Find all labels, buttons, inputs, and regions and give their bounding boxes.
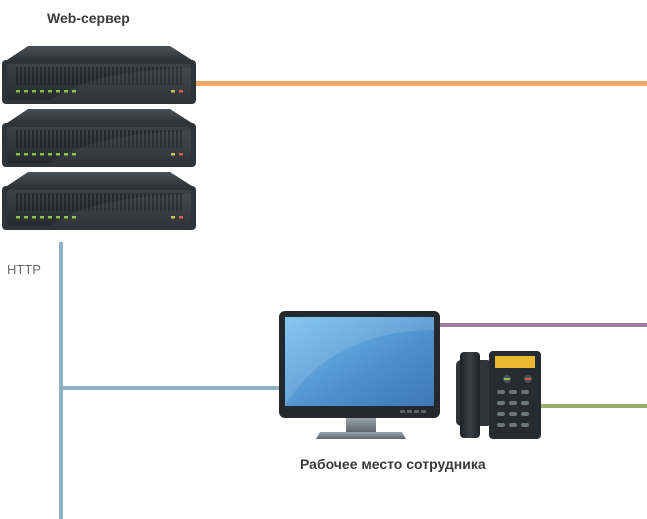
phone-key bbox=[521, 401, 529, 405]
phone-key bbox=[509, 412, 517, 416]
server-unit bbox=[2, 109, 196, 167]
phone-key bbox=[497, 390, 505, 394]
status-led bbox=[32, 90, 36, 93]
status-led bbox=[56, 216, 60, 219]
status-led bbox=[48, 216, 52, 219]
server-unit bbox=[2, 46, 196, 104]
http-branch-workstation bbox=[59, 386, 283, 390]
status-led bbox=[72, 153, 76, 156]
status-led bbox=[24, 90, 28, 93]
status-led bbox=[16, 216, 20, 219]
status-led bbox=[32, 216, 36, 219]
http-trunk bbox=[59, 242, 63, 519]
workstation-label: Рабочее место сотрудника bbox=[300, 456, 486, 472]
server-unit bbox=[2, 172, 196, 230]
status-led bbox=[48, 90, 52, 93]
status-led bbox=[16, 153, 20, 156]
status-led bbox=[40, 153, 44, 156]
monitor-icon[interactable] bbox=[278, 310, 443, 442]
phone-green-link bbox=[538, 404, 647, 408]
phone-key bbox=[509, 401, 517, 405]
status-led bbox=[48, 153, 52, 156]
web-server-icon[interactable] bbox=[0, 40, 200, 250]
monitor-purple-link bbox=[438, 323, 647, 327]
status-led bbox=[64, 216, 68, 219]
status-led bbox=[16, 90, 20, 93]
phone-key bbox=[509, 423, 517, 427]
phone-key bbox=[521, 412, 529, 416]
status-led bbox=[56, 90, 60, 93]
status-led bbox=[72, 90, 76, 93]
phone-key bbox=[497, 423, 505, 427]
status-led bbox=[56, 153, 60, 156]
phone-key bbox=[521, 390, 529, 394]
status-led bbox=[72, 216, 76, 219]
status-led bbox=[32, 153, 36, 156]
phone-key bbox=[521, 423, 529, 427]
web-server-label: Web-сервер bbox=[47, 10, 130, 26]
phone-key bbox=[497, 401, 505, 405]
status-led bbox=[40, 216, 44, 219]
status-led bbox=[24, 216, 28, 219]
phone-key bbox=[497, 412, 505, 416]
server-orange-link bbox=[195, 81, 647, 86]
status-led bbox=[40, 90, 44, 93]
status-led bbox=[24, 153, 28, 156]
status-led bbox=[64, 90, 68, 93]
phone-key bbox=[509, 390, 517, 394]
ip-phone-icon[interactable] bbox=[455, 348, 547, 442]
status-led bbox=[64, 153, 68, 156]
http-protocol-label: HTTP bbox=[7, 262, 41, 277]
